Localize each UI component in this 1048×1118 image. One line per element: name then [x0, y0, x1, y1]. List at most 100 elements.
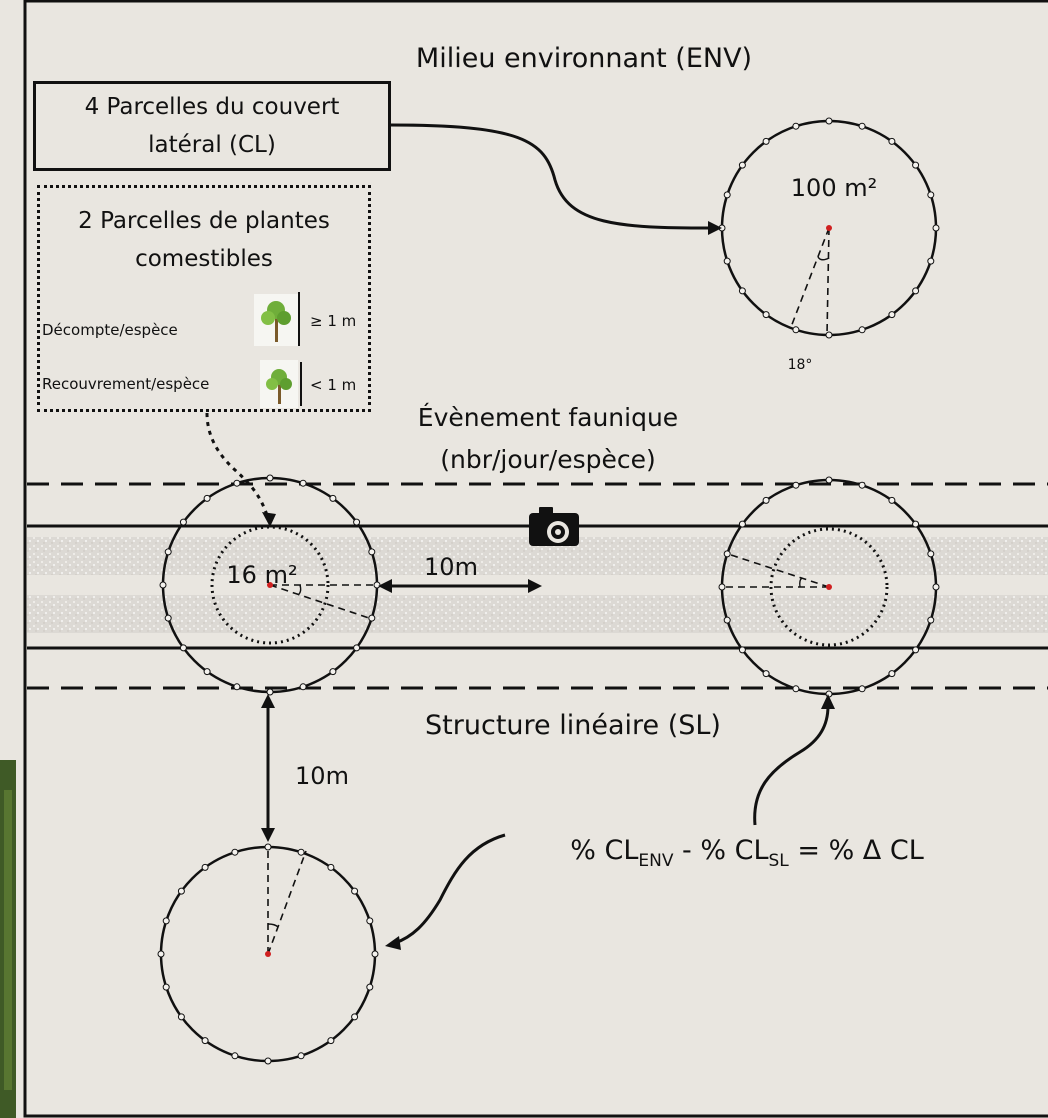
tall-height-label: ≥ 1 m: [310, 312, 357, 330]
height-arrow-short: [300, 362, 302, 406]
perimeter-marker: [912, 287, 920, 295]
perimeter-marker: [327, 863, 335, 871]
perimeter-marker: [932, 583, 940, 591]
perimeter-marker: [231, 1052, 239, 1060]
perimeter-marker: [858, 326, 866, 334]
arrowhead: [385, 936, 401, 950]
angle-arc: [297, 584, 302, 596]
perimeter-marker: [762, 496, 770, 504]
perimeter-marker: [297, 1052, 305, 1060]
angle-arc: [817, 256, 830, 261]
perimeter-marker: [164, 548, 172, 556]
plot-center: [826, 584, 832, 590]
perimeter-marker: [718, 583, 726, 591]
perimeter-marker: [373, 581, 381, 589]
perimeter-marker: [264, 843, 272, 851]
lateral-cover-box: 4 Parcelles du couvert latéral (CL): [33, 81, 391, 171]
cover-per-species-label: Recouvrement/espèce: [42, 375, 210, 393]
perimeter-marker: [203, 668, 211, 676]
formula-label: % CLENV - % CLSL = % Δ CL: [570, 835, 924, 871]
perimeter-marker: [738, 161, 746, 169]
perimeter-marker: [762, 137, 770, 145]
perimeter-marker: [792, 685, 800, 693]
perimeter-marker: [927, 191, 935, 199]
perimeter-marker: [266, 688, 274, 696]
edible-plants-title: 2 Parcelles de plantes: [78, 208, 330, 234]
perimeter-marker: [264, 1057, 272, 1065]
perimeter-marker: [179, 644, 187, 652]
radius-line: [269, 584, 373, 620]
edible-plot-circle-left: [210, 525, 330, 645]
perimeter-marker: [329, 668, 337, 676]
road-band-lower: [27, 595, 1048, 633]
radius-line: [790, 227, 830, 328]
perimeter-marker: [888, 137, 896, 145]
arrowhead: [708, 221, 722, 235]
perimeter-marker: [825, 690, 833, 698]
perimeter-marker: [327, 1037, 335, 1045]
perimeter-marker: [912, 161, 920, 169]
tree-icon-short: [260, 360, 298, 408]
perimeter-marker: [353, 644, 361, 652]
short-height-label: < 1 m: [310, 376, 357, 394]
environment-label: Milieu environnant (ENV): [416, 43, 752, 74]
count-per-species-label: Décompte/espèce: [42, 321, 178, 339]
perimeter-marker: [723, 616, 731, 624]
perimeter-marker: [201, 1037, 209, 1045]
perimeter-marker: [792, 326, 800, 334]
plot-center: [265, 951, 271, 957]
perimeter-marker: [162, 983, 170, 991]
perimeter-marker: [231, 848, 239, 856]
radius-line: [826, 227, 830, 336]
perimeter-marker: [825, 331, 833, 339]
perimeter-marker: [792, 481, 800, 489]
perimeter-marker: [723, 257, 731, 265]
perimeter-marker: [738, 520, 746, 528]
plot-center: [826, 225, 832, 231]
perimeter-marker: [366, 983, 374, 991]
linear-structure-label: Structure linéaire (SL): [425, 710, 721, 741]
perimeter-marker: [266, 474, 274, 482]
perimeter-marker: [297, 848, 305, 856]
perimeter-marker: [164, 614, 172, 622]
perimeter-marker: [762, 670, 770, 678]
perimeter-marker: [723, 191, 731, 199]
perimeter-marker: [162, 917, 170, 925]
perimeter-marker: [888, 496, 896, 504]
distance-horizontal-label: 10m: [424, 553, 478, 581]
area-small-label: 16 m²: [226, 561, 297, 589]
perimeter-marker: [858, 685, 866, 693]
arrowhead: [262, 512, 276, 527]
perimeter-marker: [368, 548, 376, 556]
perimeter-marker: [351, 1013, 359, 1021]
perimeter-marker: [825, 476, 833, 484]
wildlife-event-unit: (nbr/jour/espèce): [440, 445, 656, 474]
lateral-cover-subtitle: latéral (CL): [148, 132, 276, 158]
perimeter-marker: [159, 581, 167, 589]
edible-plot-circle-right: [769, 527, 889, 647]
perimeter-marker: [368, 614, 376, 622]
perimeter-marker: [858, 122, 866, 130]
perimeter-marker: [825, 117, 833, 125]
perimeter-marker: [792, 122, 800, 130]
perimeter-marker: [299, 479, 307, 487]
lateral-cover-title: 4 Parcelles du couvert: [84, 94, 340, 120]
angle-label: 18°: [788, 357, 813, 373]
perimeter-marker: [353, 518, 361, 526]
perimeter-marker: [912, 646, 920, 654]
camera-icon: [529, 507, 579, 546]
perimeter-marker: [888, 670, 896, 678]
perimeter-marker: [299, 683, 307, 691]
perimeter-marker: [177, 887, 185, 895]
angle-arc: [799, 577, 803, 588]
perimeter-marker: [888, 311, 896, 319]
perimeter-marker: [201, 863, 209, 871]
connector-formula-top: [753, 705, 830, 826]
perimeter-marker: [233, 479, 241, 487]
perimeter-marker: [927, 550, 935, 558]
area-large-label: 100 m²: [791, 174, 877, 202]
perimeter-marker: [157, 950, 165, 958]
distance-vertical-label: 10m: [295, 762, 349, 790]
perimeter-marker: [927, 616, 935, 624]
tree-icon-tall: [254, 294, 298, 346]
